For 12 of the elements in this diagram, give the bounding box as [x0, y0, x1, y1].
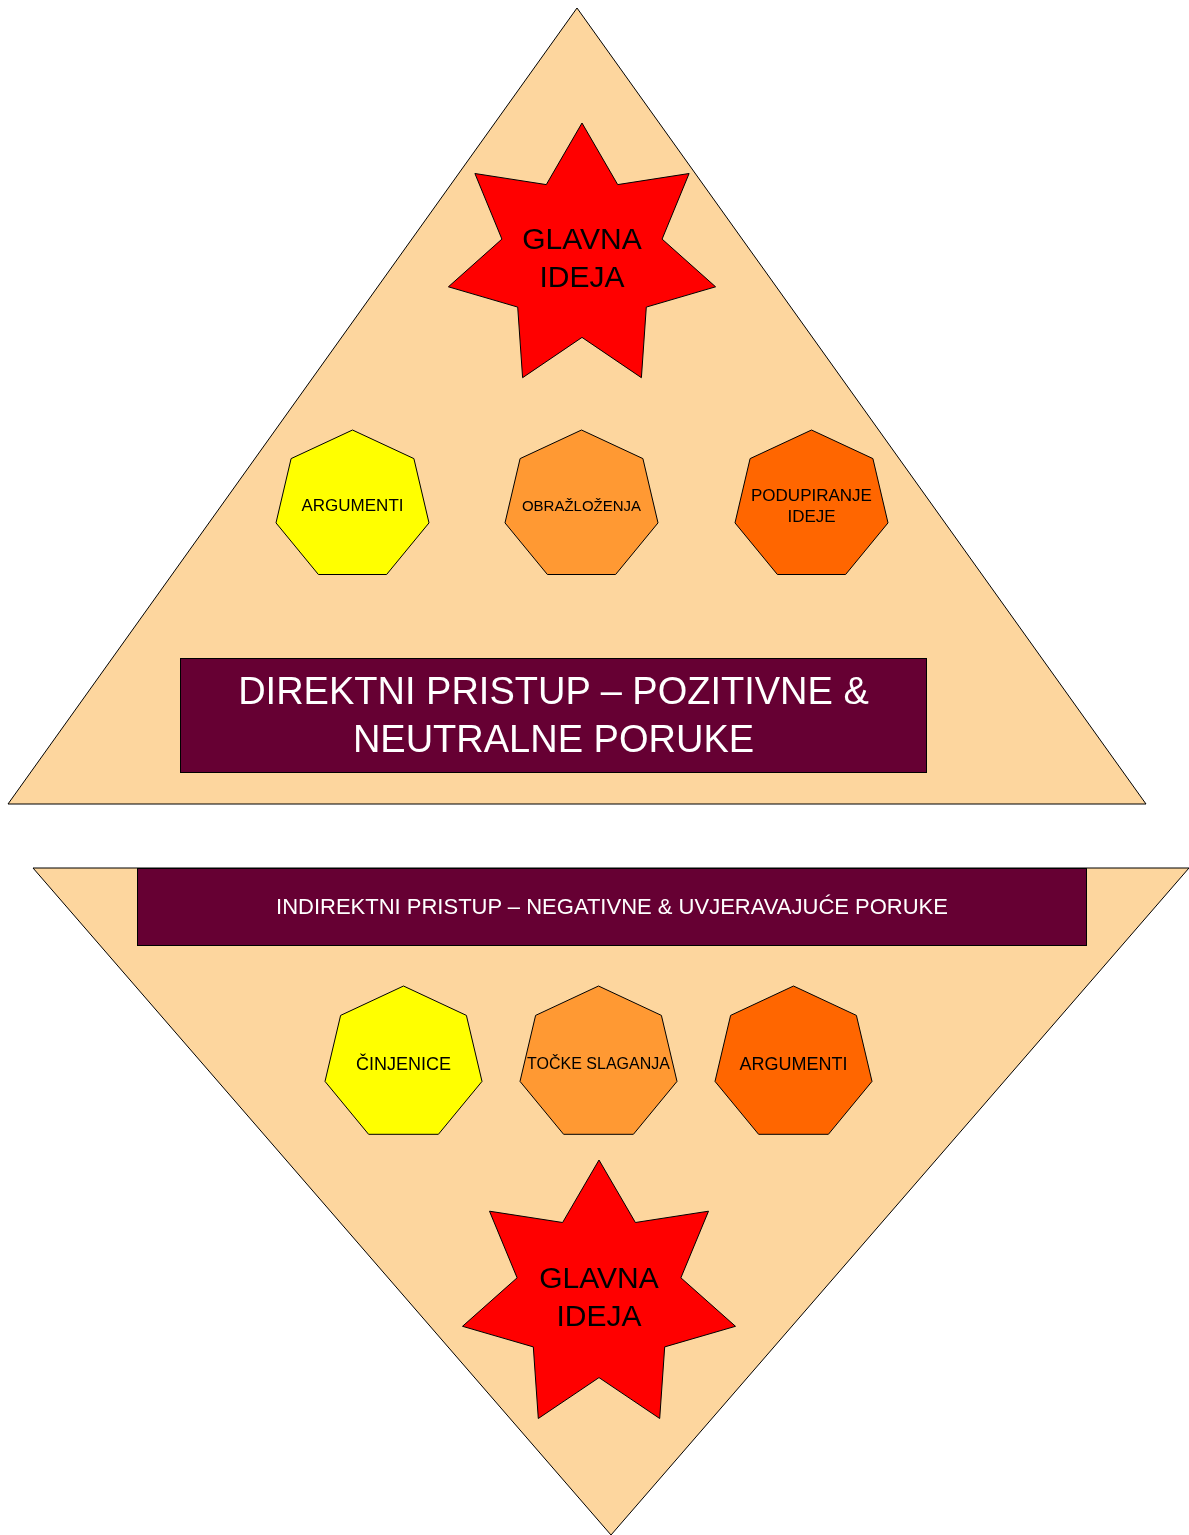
shape-label: ARGUMENTI [738, 1052, 849, 1076]
shape-label: TOČKE SLAGANJA [526, 1054, 671, 1074]
shape-label: PODUPIRANJE IDEJE [750, 484, 873, 528]
title-banner: INDIREKTNI PRISTUP – NEGATIVNE & UVJERAVAJUĆE PORUKE [137, 868, 1087, 946]
shape-label: ARGUMENTI [300, 495, 405, 517]
triangle-panel [8, 8, 1146, 804]
shape-label: GLAVNA IDEJA [538, 1259, 660, 1333]
shape-label: GLAVNA IDEJA [521, 220, 643, 294]
shape-label: ČINJENICE [355, 1052, 452, 1076]
title-banner: DIREKTNI PRISTUP – POZITIVNE & NEUTRALNE PORUKE [180, 658, 927, 773]
shape-label: OBRAŽLOŽENJA [520, 496, 643, 516]
triangle-panel [33, 868, 1189, 1535]
